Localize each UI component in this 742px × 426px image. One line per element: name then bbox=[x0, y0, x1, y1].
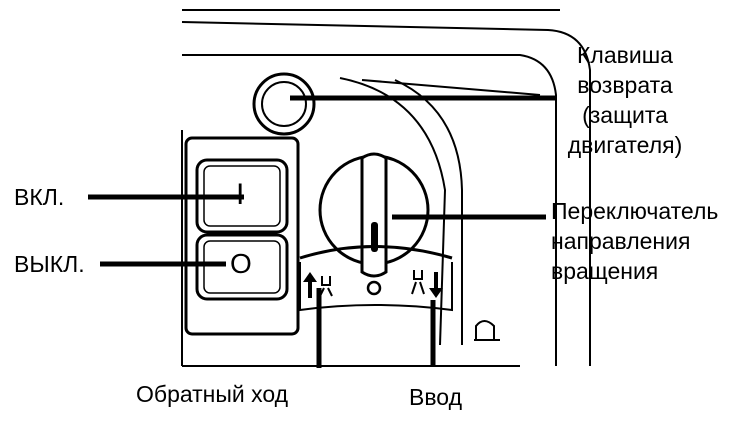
direction-label-line-3: вращения bbox=[551, 258, 659, 284]
rocker-switch-icon bbox=[184, 136, 300, 336]
direction-label-line-1: Переключатель bbox=[551, 198, 719, 224]
reset-label-line-2: возврата bbox=[577, 72, 673, 98]
leader-lines bbox=[88, 95, 556, 368]
reset-key-label: Клавиша возврата (защита двигателя) bbox=[555, 40, 695, 160]
off-symbol: O bbox=[230, 248, 252, 279]
reset-label-line-3: (защита bbox=[582, 102, 668, 128]
forward-label: Ввод bbox=[409, 384, 463, 410]
reset-label-line-4: двигателя) bbox=[567, 132, 683, 158]
lock-icon bbox=[474, 320, 500, 341]
reset-button-icon bbox=[252, 72, 316, 136]
inner-panel bbox=[339, 77, 541, 346]
reset-label-line-1: Клавиша bbox=[577, 42, 673, 68]
on-symbol: I bbox=[236, 178, 245, 211]
reverse-label: Обратный ход bbox=[136, 381, 289, 407]
forward-arrow-icon bbox=[411, 270, 443, 298]
direction-switch-label: Переключатель направления вращения bbox=[551, 196, 718, 286]
on-label: ВКЛ. bbox=[14, 184, 65, 210]
housing-outline bbox=[181, 9, 591, 367]
off-label: ВЫКЛ. bbox=[14, 251, 85, 277]
neutral-mark-icon bbox=[366, 280, 382, 296]
direction-label-line-2: направления bbox=[551, 228, 691, 254]
